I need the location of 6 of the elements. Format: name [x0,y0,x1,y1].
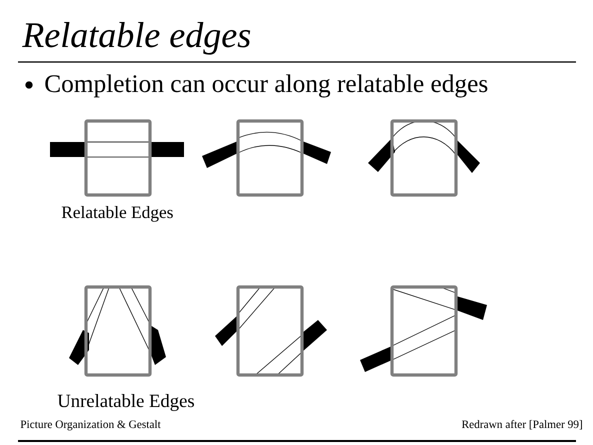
footer-text: Redrawn after [Palmer 99] [462,420,582,430]
caption: Relatable Edges [62,206,173,222]
footer-text: Picture Organization & Gestalt [20,420,161,430]
caption: Unrelatable Edges [58,394,194,412]
slide-title: Relatable edges [22,22,250,55]
bullet-text: Completion can occur along relatable edges [45,74,488,98]
